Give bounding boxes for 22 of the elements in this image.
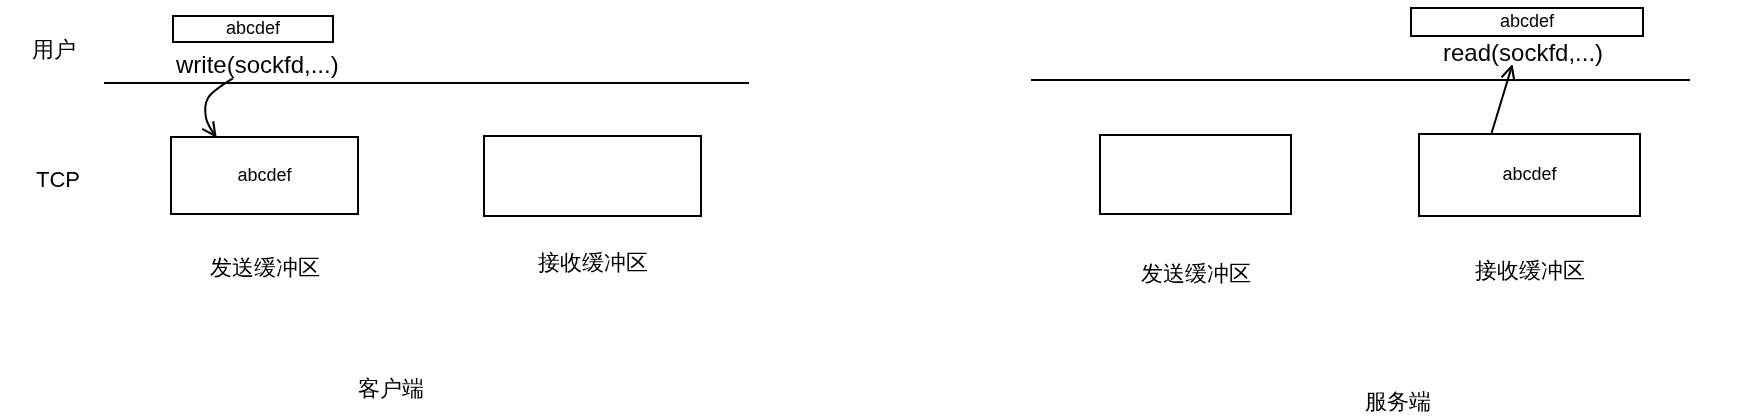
- layer-label: TCP: [36, 167, 80, 194]
- data-box: [1410, 7, 1644, 37]
- buffer-caption: 发送缓冲区: [1140, 261, 1251, 288]
- buffer-caption: 接收缓冲区: [1474, 258, 1585, 285]
- buffer-box: [1099, 134, 1292, 215]
- buffer-caption: 发送缓冲区: [209, 255, 320, 282]
- buffer-box: [1418, 133, 1641, 217]
- side-label: 服务端: [1365, 389, 1431, 416]
- side-label: 客户端: [358, 376, 424, 403]
- buffer-content-text: abcdef: [1499, 11, 1554, 33]
- buffer-content-text: abcdef: [1502, 164, 1557, 186]
- buffer-content-text: abcdef: [225, 18, 280, 40]
- buffer-caption: 接收缓冲区: [537, 250, 648, 277]
- arrow: [201, 77, 234, 138]
- function-call-text: write(sockfd,...): [176, 52, 339, 79]
- function-call-text: read(sockfd,...): [1443, 40, 1604, 67]
- buffer-box: [170, 136, 359, 215]
- buffer-content-text: abcdef: [237, 164, 292, 187]
- arrow: [1490, 65, 1516, 134]
- layer-label: 用户: [32, 37, 76, 64]
- buffer-box: [483, 135, 702, 217]
- data-box: [172, 15, 334, 43]
